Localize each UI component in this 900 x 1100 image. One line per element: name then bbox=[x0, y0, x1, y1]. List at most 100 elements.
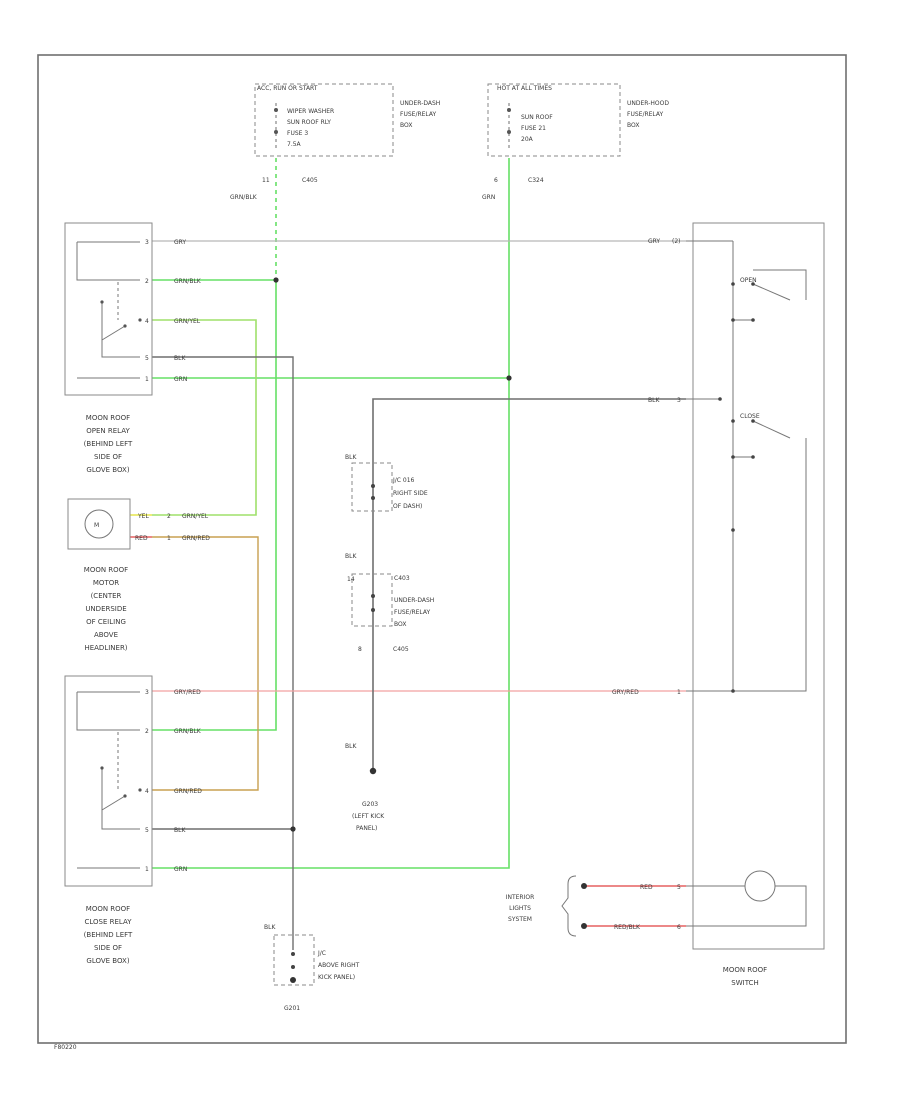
open-relay-wire-5: GRN bbox=[174, 376, 187, 383]
switch-caption-2: SWITCH bbox=[731, 979, 758, 987]
switch-pin-1: (2) bbox=[672, 238, 681, 245]
wire-grn-feed bbox=[152, 158, 510, 869]
open-relay-pin-4: 5 bbox=[145, 355, 149, 362]
interior-line-2: LIGHTS bbox=[509, 905, 531, 912]
switch-wire-4: RED bbox=[640, 884, 653, 891]
open-relay-body bbox=[64, 222, 153, 396]
fuse-box-right-header: HOT AT ALL TIMES bbox=[497, 85, 552, 92]
motor-caption-5: OF CEILING bbox=[86, 618, 126, 626]
jc016-desc-2: OF DASH) bbox=[393, 503, 422, 510]
jc016-label: J/C 016 bbox=[392, 477, 415, 484]
open-relay-pin-5: 1 bbox=[145, 376, 149, 383]
c403-box-2: FUSE/RELAY bbox=[394, 609, 431, 616]
fuse-right-location-3: BOX bbox=[627, 122, 639, 129]
fuse-right-line-3: 20A bbox=[521, 136, 534, 143]
motor-caption-7: HEADLINER) bbox=[84, 644, 127, 652]
close-relay-wire-3: GRN/RED bbox=[174, 788, 202, 795]
c403-pin: 14 bbox=[347, 576, 355, 583]
wire-blk-relays bbox=[152, 356, 294, 950]
fuse-left-line-2: SUN ROOF RLY bbox=[287, 119, 331, 126]
switch-wire-5: RED/BLK bbox=[614, 924, 641, 931]
bottom-jc-wire: BLK bbox=[264, 924, 276, 931]
fuse-box-left: ACC, RUN OR START WIPER WASHER SUN ROOF … bbox=[230, 83, 440, 201]
fuse-right-line-2: FUSE 21 bbox=[521, 125, 546, 132]
fuse-left-wire: GRN/BLK bbox=[230, 194, 258, 201]
c405-pin: 8 bbox=[358, 646, 362, 653]
diagram-frame bbox=[37, 54, 847, 1044]
open-relay-wire-3: GRN/YEL bbox=[174, 318, 201, 325]
switch-open-label: OPEN bbox=[740, 277, 757, 284]
bottom-jc-label: J/C bbox=[317, 950, 326, 957]
close-relay-wire-5: GRN bbox=[174, 866, 187, 873]
motor-pin-1: 2 bbox=[167, 513, 171, 520]
junction-dot-grn-blk bbox=[273, 277, 279, 283]
interior-lights: INTERIOR LIGHTS SYSTEM bbox=[506, 875, 587, 937]
motor-pin-2-harness: GRN/RED bbox=[182, 535, 210, 542]
interior-line-3: SYSTEM bbox=[508, 916, 532, 923]
g203-line-2: PANEL) bbox=[356, 825, 377, 832]
motor-caption-1: MOON ROOF bbox=[84, 566, 128, 574]
motor-caption-6: ABOVE bbox=[94, 631, 118, 639]
switch-pin-5: 6 bbox=[677, 924, 681, 931]
fuse-right-connector: C324 bbox=[528, 177, 544, 184]
close-relay-caption-2: CLOSE RELAY bbox=[84, 918, 132, 926]
motor-pin-2: 1 bbox=[167, 535, 171, 542]
svg-text:M: M bbox=[94, 522, 99, 529]
bottom-jc-desc-2: KICK PANEL) bbox=[318, 974, 355, 981]
fuse-right-pin: 6 bbox=[494, 177, 498, 184]
wire-grn-red bbox=[152, 536, 259, 791]
switch-pin-3: 1 bbox=[677, 689, 681, 696]
fuse-box-right-outline bbox=[487, 83, 621, 157]
jc016-desc-1: RIGHT SIDE bbox=[393, 490, 428, 497]
close-relay-pin-4: 5 bbox=[145, 827, 149, 834]
fuse-symbol-right bbox=[507, 103, 511, 150]
fuse-symbol-left bbox=[274, 103, 278, 150]
open-relay-caption-5: GLOVE BOX) bbox=[86, 466, 129, 474]
fuse-left-location-3: BOX bbox=[400, 122, 412, 129]
ground-wire2-label: BLK bbox=[345, 553, 357, 560]
bottom-jc-outline bbox=[273, 934, 315, 986]
moon-roof-motor: M YEL 2 GRN/YEL RED 1 GRN/RED MOON ROOF … bbox=[67, 498, 210, 652]
open-relay-wire-1: GRY bbox=[174, 239, 186, 246]
c403-box-3: BOX bbox=[394, 621, 406, 628]
fuse-left-location-1: UNDER-DASH bbox=[400, 100, 440, 107]
close-relay-wire-1: GRY/RED bbox=[174, 689, 201, 696]
bottom-jc-desc-1: ABOVE RIGHT bbox=[318, 962, 360, 969]
open-relay-pin-3: 4 bbox=[145, 318, 149, 325]
open-relay-caption-4: SIDE OF bbox=[94, 453, 122, 461]
junction-dot-blk-close bbox=[290, 826, 296, 832]
open-relay-caption-2: OPEN RELAY bbox=[86, 427, 130, 435]
fuse-box-right: HOT AT ALL TIMES SUN ROOF FUSE 21 20A UN… bbox=[482, 83, 669, 201]
motor-pin-1-wire: YEL bbox=[137, 513, 149, 520]
fuse-left-line-1: WIPER WASHER bbox=[287, 108, 334, 115]
interior-line-1: INTERIOR bbox=[506, 894, 535, 901]
motor-caption-4: UNDERSIDE bbox=[85, 605, 126, 613]
fuse-right-line-1: SUN ROOF bbox=[521, 114, 553, 121]
wire-grn-blk-open-relay bbox=[152, 279, 277, 731]
junction-dot-grn bbox=[506, 375, 512, 381]
close-relay-caption-4: SIDE OF bbox=[94, 944, 122, 952]
corner-code: F80220 bbox=[54, 1044, 77, 1051]
open-relay-caption-3: (BEHIND LEFT bbox=[84, 440, 133, 448]
close-relay-pin-1: 3 bbox=[145, 689, 149, 696]
open-relay-pin-1: 3 bbox=[145, 239, 149, 246]
bottom-junction: BLK J/C ABOVE RIGHT KICK PANEL) G201 bbox=[264, 924, 360, 1012]
wire-grn-yel bbox=[152, 319, 257, 516]
open-relay: 3 GRY 2 GRN/BLK 4 GRN/YEL 5 BLK 1 GRN MO… bbox=[64, 222, 202, 474]
close-relay-pin-2: 2 bbox=[145, 728, 149, 735]
ground-wire1-label: BLK bbox=[345, 454, 357, 461]
close-relay-wire-2: GRN/BLK bbox=[174, 728, 202, 735]
motor-body bbox=[67, 498, 131, 550]
open-relay-pin-2: 2 bbox=[145, 278, 149, 285]
g203-line-1: (LEFT KICK bbox=[352, 813, 385, 820]
c405-connector: C405 bbox=[393, 646, 409, 653]
fuse-left-line-4: 7.5A bbox=[287, 141, 302, 148]
fuse-box-left-header: ACC, RUN OR START bbox=[257, 85, 318, 92]
ground-dot-g203 bbox=[369, 767, 377, 775]
fuse-right-location-2: FUSE/RELAY bbox=[627, 111, 664, 118]
ground-wire3-label: BLK bbox=[345, 743, 357, 750]
fuse-left-line-3: FUSE 3 bbox=[287, 130, 308, 137]
close-relay: 3 GRY/RED 2 GRN/BLK 4 GRN/RED 5 BLK 1 GR… bbox=[64, 675, 202, 965]
switch-close-label: CLOSE bbox=[740, 413, 760, 420]
